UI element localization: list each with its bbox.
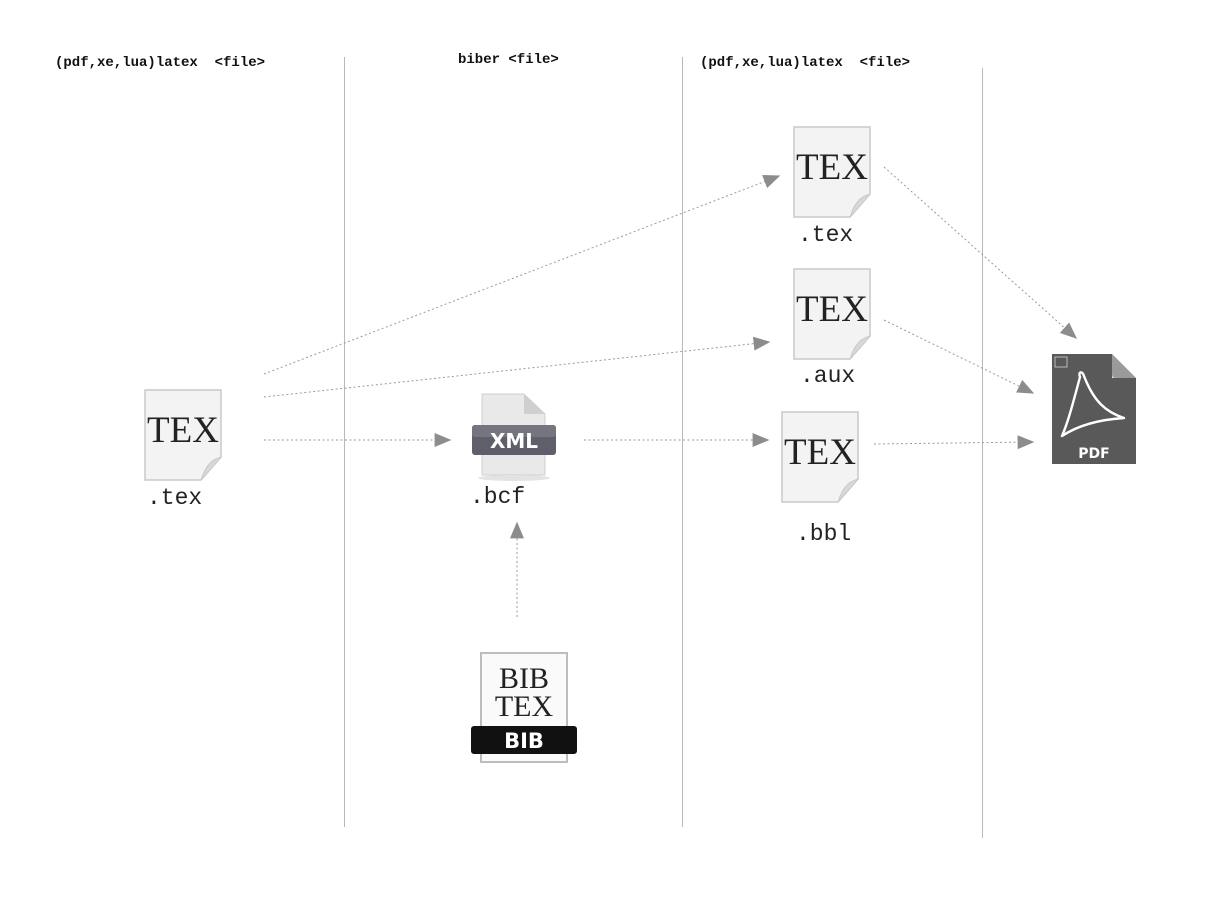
arrow-tex-to-aux xyxy=(263,336,771,398)
aux-file: TEX xyxy=(788,266,876,367)
tex-logo-text: TEX xyxy=(796,147,868,188)
tex-logo-text: TEX xyxy=(784,432,856,473)
tex-file-icon: TEX xyxy=(781,411,860,503)
tex-logo-text: TEX xyxy=(796,289,868,330)
xml-file-icon: XML xyxy=(472,393,556,481)
pdf-output-file: PDF xyxy=(1050,352,1140,472)
xml-badge-text: XML xyxy=(490,429,538,453)
bib-file: BIB TEX BIB xyxy=(469,650,579,772)
input-tex-file: TEX xyxy=(139,387,227,488)
pdf-badge-text: PDF xyxy=(1078,446,1109,462)
header-latex-second-pass: (pdf,xe,lua)latex <file> xyxy=(700,55,911,71)
tex-file-icon: TEX xyxy=(793,268,872,360)
output-tex-label: .tex xyxy=(798,222,854,248)
input-tex-label: .tex xyxy=(147,485,203,511)
column-divider-3 xyxy=(982,68,983,838)
output-tex-file: TEX xyxy=(788,124,876,225)
bbl-file: TEX xyxy=(776,409,864,510)
bibtex-file-icon: BIB TEX BIB xyxy=(471,652,577,763)
column-divider-2 xyxy=(682,57,683,827)
tex-file-icon: TEX xyxy=(144,389,223,481)
bbl-label: .bbl xyxy=(796,521,852,547)
column-divider-1 xyxy=(344,57,345,827)
tex-file-icon: TEX xyxy=(793,126,872,218)
pdf-file-icon: PDF xyxy=(1052,354,1136,464)
bib-badge-text: BIB xyxy=(504,729,544,753)
header-biber: biber <file> xyxy=(458,52,559,68)
bib-logo-top: BIB xyxy=(499,662,549,695)
tex-logo-text: TEX xyxy=(147,410,219,451)
arrow-aux-to-pdf xyxy=(883,319,1035,394)
arrow-bbl-to-pdf xyxy=(873,435,1035,450)
bcf-label: .bcf xyxy=(470,484,526,510)
arrow-out-tex-to-pdf xyxy=(883,166,1078,339)
arrow-tex-to-out-tex xyxy=(263,174,781,375)
bib-logo-bottom: TEX xyxy=(495,690,554,723)
header-latex-first-pass: (pdf,xe,lua)latex <file> xyxy=(55,55,266,71)
bcf-xml-file: XML xyxy=(470,392,562,488)
aux-label: .aux xyxy=(800,363,856,389)
